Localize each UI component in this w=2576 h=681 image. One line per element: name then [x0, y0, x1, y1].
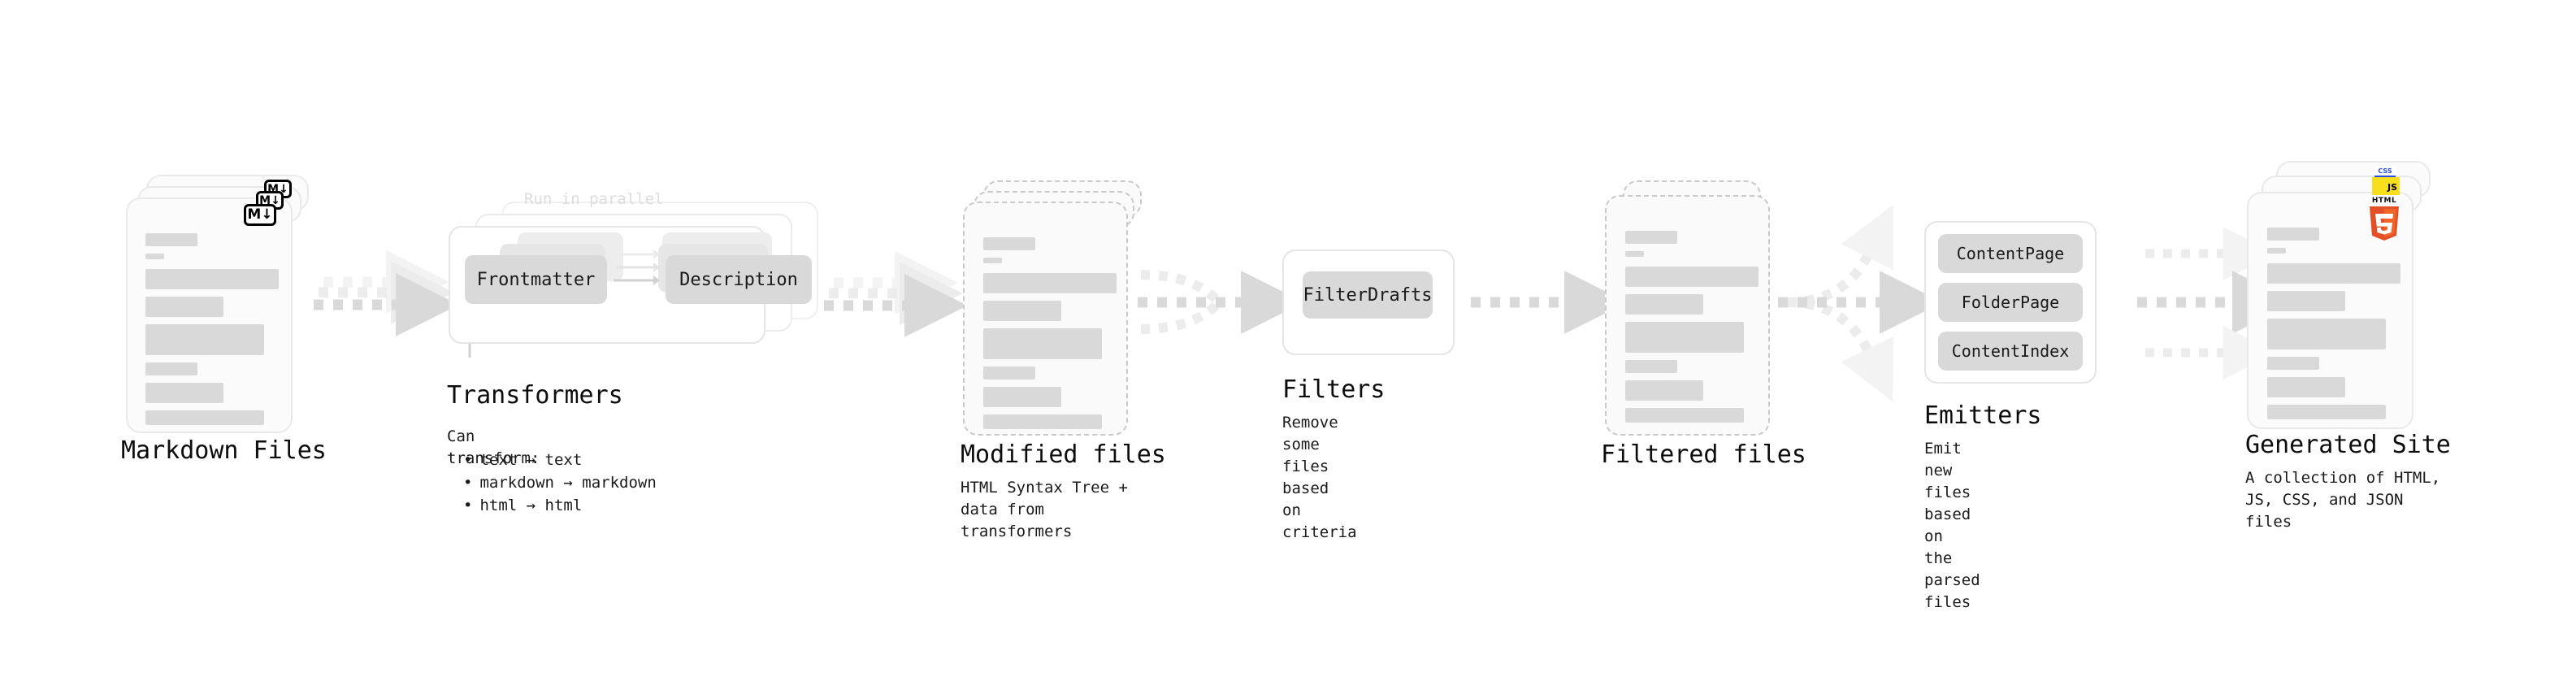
markdown-icon: M↓: [244, 204, 276, 226]
stage-title-filters: Filters: [1282, 375, 1386, 404]
generated-card-stack: CSS JS HTML: [2247, 161, 2442, 429]
content-bar: [2267, 405, 2386, 419]
filtered-card-content: [1625, 231, 1759, 430]
stage-title-generated-site: Generated Site: [2245, 431, 2451, 459]
chip-contentindex[interactable]: ContentIndex: [1938, 332, 2083, 371]
content-bar: [983, 237, 1035, 250]
connector-emitters-to-site: [2137, 227, 2296, 380]
modified-files-subtitle: HTML Syntax Tree + data from transformer…: [961, 479, 1128, 540]
generated-site-subtitle: A collection of HTML, JS, CSS, and JSON …: [2245, 469, 2441, 531]
content-bar: [983, 387, 1061, 407]
content-bar: [2267, 357, 2319, 370]
chip-frontmatter[interactable]: Frontmatter: [465, 255, 607, 304]
transformers-bullets: text → text markdown → markdown html → h…: [447, 449, 657, 517]
modified-card-content: [983, 237, 1117, 436]
javascript-icon: JS: [2372, 177, 2400, 195]
content-bar: [2267, 228, 2319, 241]
content-bar: [1625, 267, 1759, 287]
content-bar: [2267, 263, 2400, 284]
chip-folderpage[interactable]: FolderPage: [1938, 283, 2083, 322]
content-bar: [983, 273, 1117, 293]
stage-markdown-files: M↓ M↓ M↓ Markdown Files: [121, 175, 327, 465]
content-bar: [1625, 322, 1744, 353]
stage-filtered-files: Filtered files: [1601, 180, 1806, 469]
content-bar: [1625, 294, 1703, 314]
content-bar: [1625, 408, 1744, 423]
content-bar: [145, 233, 197, 246]
content-bar: [983, 367, 1035, 380]
stage-title-markdown-files: Markdown Files: [121, 436, 327, 465]
filtered-card-stack: [1605, 180, 1792, 436]
content-bar: [1625, 360, 1677, 373]
content-bar: [983, 258, 1002, 263]
html5-icon: HTML: [2367, 197, 2401, 241]
stage-title-modified-files: Modified files: [961, 440, 1166, 469]
modified-card-stack: [963, 180, 1150, 436]
content-bar: [145, 254, 164, 259]
content-bar: [2267, 291, 2345, 311]
html5-icon-label: HTML: [2371, 197, 2397, 205]
content-bar: [983, 414, 1102, 429]
stage-modified-files: Modified files HTML Syntax Tree + data f…: [961, 180, 1166, 540]
transformer-inner-arrows: [614, 249, 660, 285]
content-bar: [1625, 231, 1677, 244]
stage-title-filtered-files: Filtered files: [1601, 440, 1806, 469]
connector-transformers-to-modified: [824, 251, 968, 337]
emitters-subtitle: Emit new files based on the parsed files: [1924, 440, 1980, 611]
generated-card-content: [2267, 228, 2401, 427]
markdown-card-content: [145, 233, 280, 432]
chip-description[interactable]: Description: [666, 255, 812, 304]
content-bar: [145, 269, 279, 289]
content-bar: [983, 301, 1061, 321]
content-bar: [145, 410, 264, 425]
stage-title-transformers: Transformers: [447, 381, 623, 410]
filters-subtitle: Remove some files based on criteria: [1282, 414, 1357, 541]
markdown-card-stack: M↓ M↓ M↓: [126, 175, 313, 435]
content-bar: [145, 297, 223, 317]
connector-modified-to-filters: [1138, 270, 1304, 334]
stage-generated-site: CSS JS HTML: [2245, 161, 2451, 531]
content-bar: [145, 362, 197, 375]
bullet-markdown-to-markdown: markdown → markdown: [463, 471, 656, 494]
stage-title-emitters: Emitters: [1924, 401, 2042, 430]
bullet-html-to-html: html → html: [463, 494, 657, 517]
run-in-parallel-note: Run in parallel: [524, 190, 664, 208]
content-bar: [2267, 377, 2345, 397]
chip-contentpage[interactable]: ContentPage: [1938, 234, 2083, 273]
chip-filterdrafts[interactable]: FilterDrafts: [1303, 271, 1433, 319]
content-bar: [1625, 251, 1644, 257]
connector-filtered-to-emitters: [1778, 204, 1943, 402]
content-bar: [145, 383, 223, 403]
connector-markdown-to-transformers: [314, 250, 459, 336]
content-bar: [2267, 248, 2286, 254]
content-bar: [2267, 319, 2386, 349]
content-bar: [983, 328, 1102, 359]
bullet-text-to-text: text → text: [463, 449, 657, 471]
content-bar: [145, 324, 264, 355]
content-bar: [1625, 380, 1703, 401]
